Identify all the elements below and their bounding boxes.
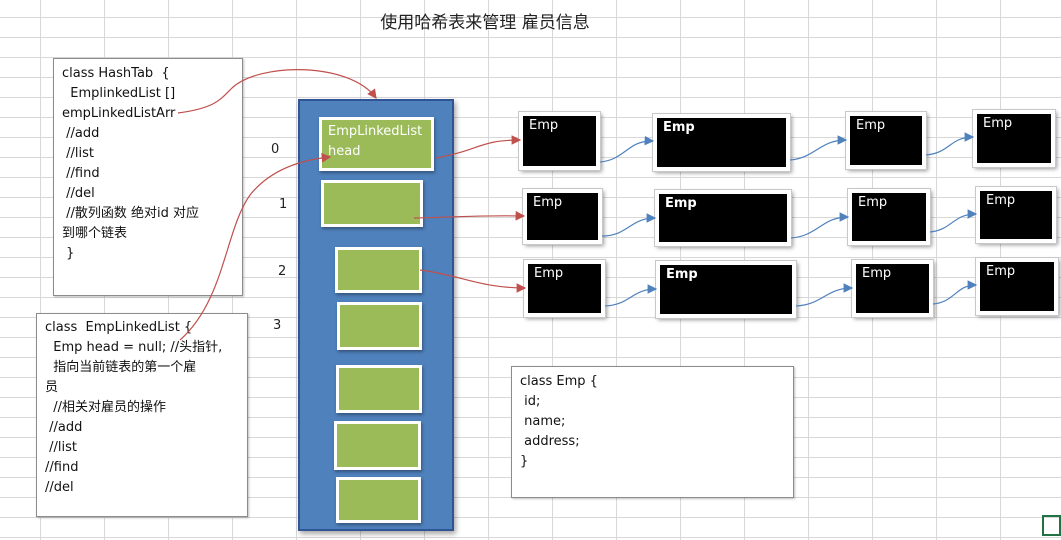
code-line: id;	[520, 394, 541, 409]
next-link-arrow	[929, 209, 978, 233]
emp-class-box: class Emp { id; name; address; }	[511, 366, 794, 498]
bucket-to-emp-arrow	[413, 211, 526, 221]
code-line: 员	[45, 380, 59, 395]
code-line: //list	[45, 440, 77, 455]
next-link-arrow	[599, 135, 655, 163]
code-line: 到哪个链表	[62, 226, 128, 241]
emp-node: Emp	[975, 257, 1059, 316]
code-line: //find	[45, 460, 79, 475]
code-line: //del	[45, 480, 74, 495]
code-line: //find	[62, 166, 100, 181]
code-line: //add	[62, 126, 100, 141]
next-link-arrow	[601, 213, 657, 237]
index-label: 0	[271, 142, 280, 157]
next-link-arrow	[789, 135, 848, 161]
bucket-to-emp-arrow	[435, 135, 522, 159]
code-line: Emp head = null; //头指针,	[45, 340, 223, 355]
emp-node: Emp	[654, 189, 792, 247]
index-label: 2	[278, 264, 287, 279]
emplinkedlist-class-box: class EmpLinkedList { Emp head = null; /…	[36, 313, 248, 517]
next-link-arrow	[604, 284, 658, 307]
code-line: EmplinkedList []	[62, 86, 176, 101]
selected-cell-indicator[interactable]	[1042, 515, 1061, 536]
index-label: 1	[279, 197, 288, 212]
bucket-3	[337, 302, 422, 350]
emp-label: Emp	[529, 118, 559, 133]
code-line: //del	[62, 186, 95, 201]
emp-label: Emp	[665, 196, 697, 211]
next-link-arrow	[925, 132, 975, 156]
code-line: 指向当前链表的第一个雇	[45, 360, 197, 375]
next-link-arrow	[790, 212, 850, 239]
diagram-title: 使用哈希表来管理 雇员信息	[380, 13, 590, 33]
bucket-1	[321, 180, 423, 227]
code-line: class HashTab {	[62, 66, 170, 81]
emp-label: Emp	[862, 266, 892, 281]
emp-label: Emp	[666, 267, 698, 282]
emp-node: Emp	[518, 111, 601, 171]
code-line: address;	[520, 434, 580, 449]
bucket-5	[334, 421, 421, 470]
emp-label: Emp	[663, 120, 695, 135]
code-line: class EmpLinkedList {	[45, 320, 193, 335]
code-line: //add	[45, 420, 83, 435]
emp-label: Emp	[533, 195, 563, 210]
next-link-arrow	[932, 280, 978, 305]
code-line: empLinkedListArr	[62, 106, 176, 121]
code-line: //list	[62, 146, 94, 161]
code-line: }	[62, 246, 75, 261]
emp-node: Emp	[972, 109, 1056, 168]
emp-node: Emp	[975, 186, 1057, 244]
emp-node: Emp	[655, 260, 797, 319]
code-line: //散列函数 绝对id 对应	[62, 206, 200, 221]
emp-node: Emp	[652, 113, 791, 172]
bucket-0: EmpLinkedList head	[319, 117, 434, 171]
bucket-label: EmpLinkedList head	[328, 124, 423, 159]
code-line: class Emp {	[520, 374, 598, 389]
bucket-6	[336, 477, 421, 523]
code-line: }	[520, 454, 529, 469]
emp-label: Emp	[986, 264, 1016, 279]
emp-label: Emp	[534, 266, 564, 281]
code-line: //相关对雇员的操作	[45, 400, 167, 415]
emp-node: Emp	[847, 188, 931, 246]
bucket-4	[336, 365, 422, 413]
hashtab-class-box: class HashTab { EmplinkedList [] empLink…	[53, 58, 243, 296]
code-line: name;	[520, 414, 566, 429]
bucket-to-emp-arrow	[419, 269, 527, 293]
next-link-arrow	[795, 283, 854, 307]
emp-node: Emp	[845, 111, 927, 170]
emp-label: Emp	[983, 116, 1013, 131]
head-pointer-arrow	[179, 153, 332, 341]
emp-node: Emp	[851, 259, 934, 318]
emp-label: Emp	[858, 195, 888, 210]
array-pointer-arrow	[177, 69, 377, 114]
emp-label: Emp	[986, 193, 1016, 208]
index-label: 3	[273, 318, 282, 333]
emp-label: Emp	[856, 118, 886, 133]
